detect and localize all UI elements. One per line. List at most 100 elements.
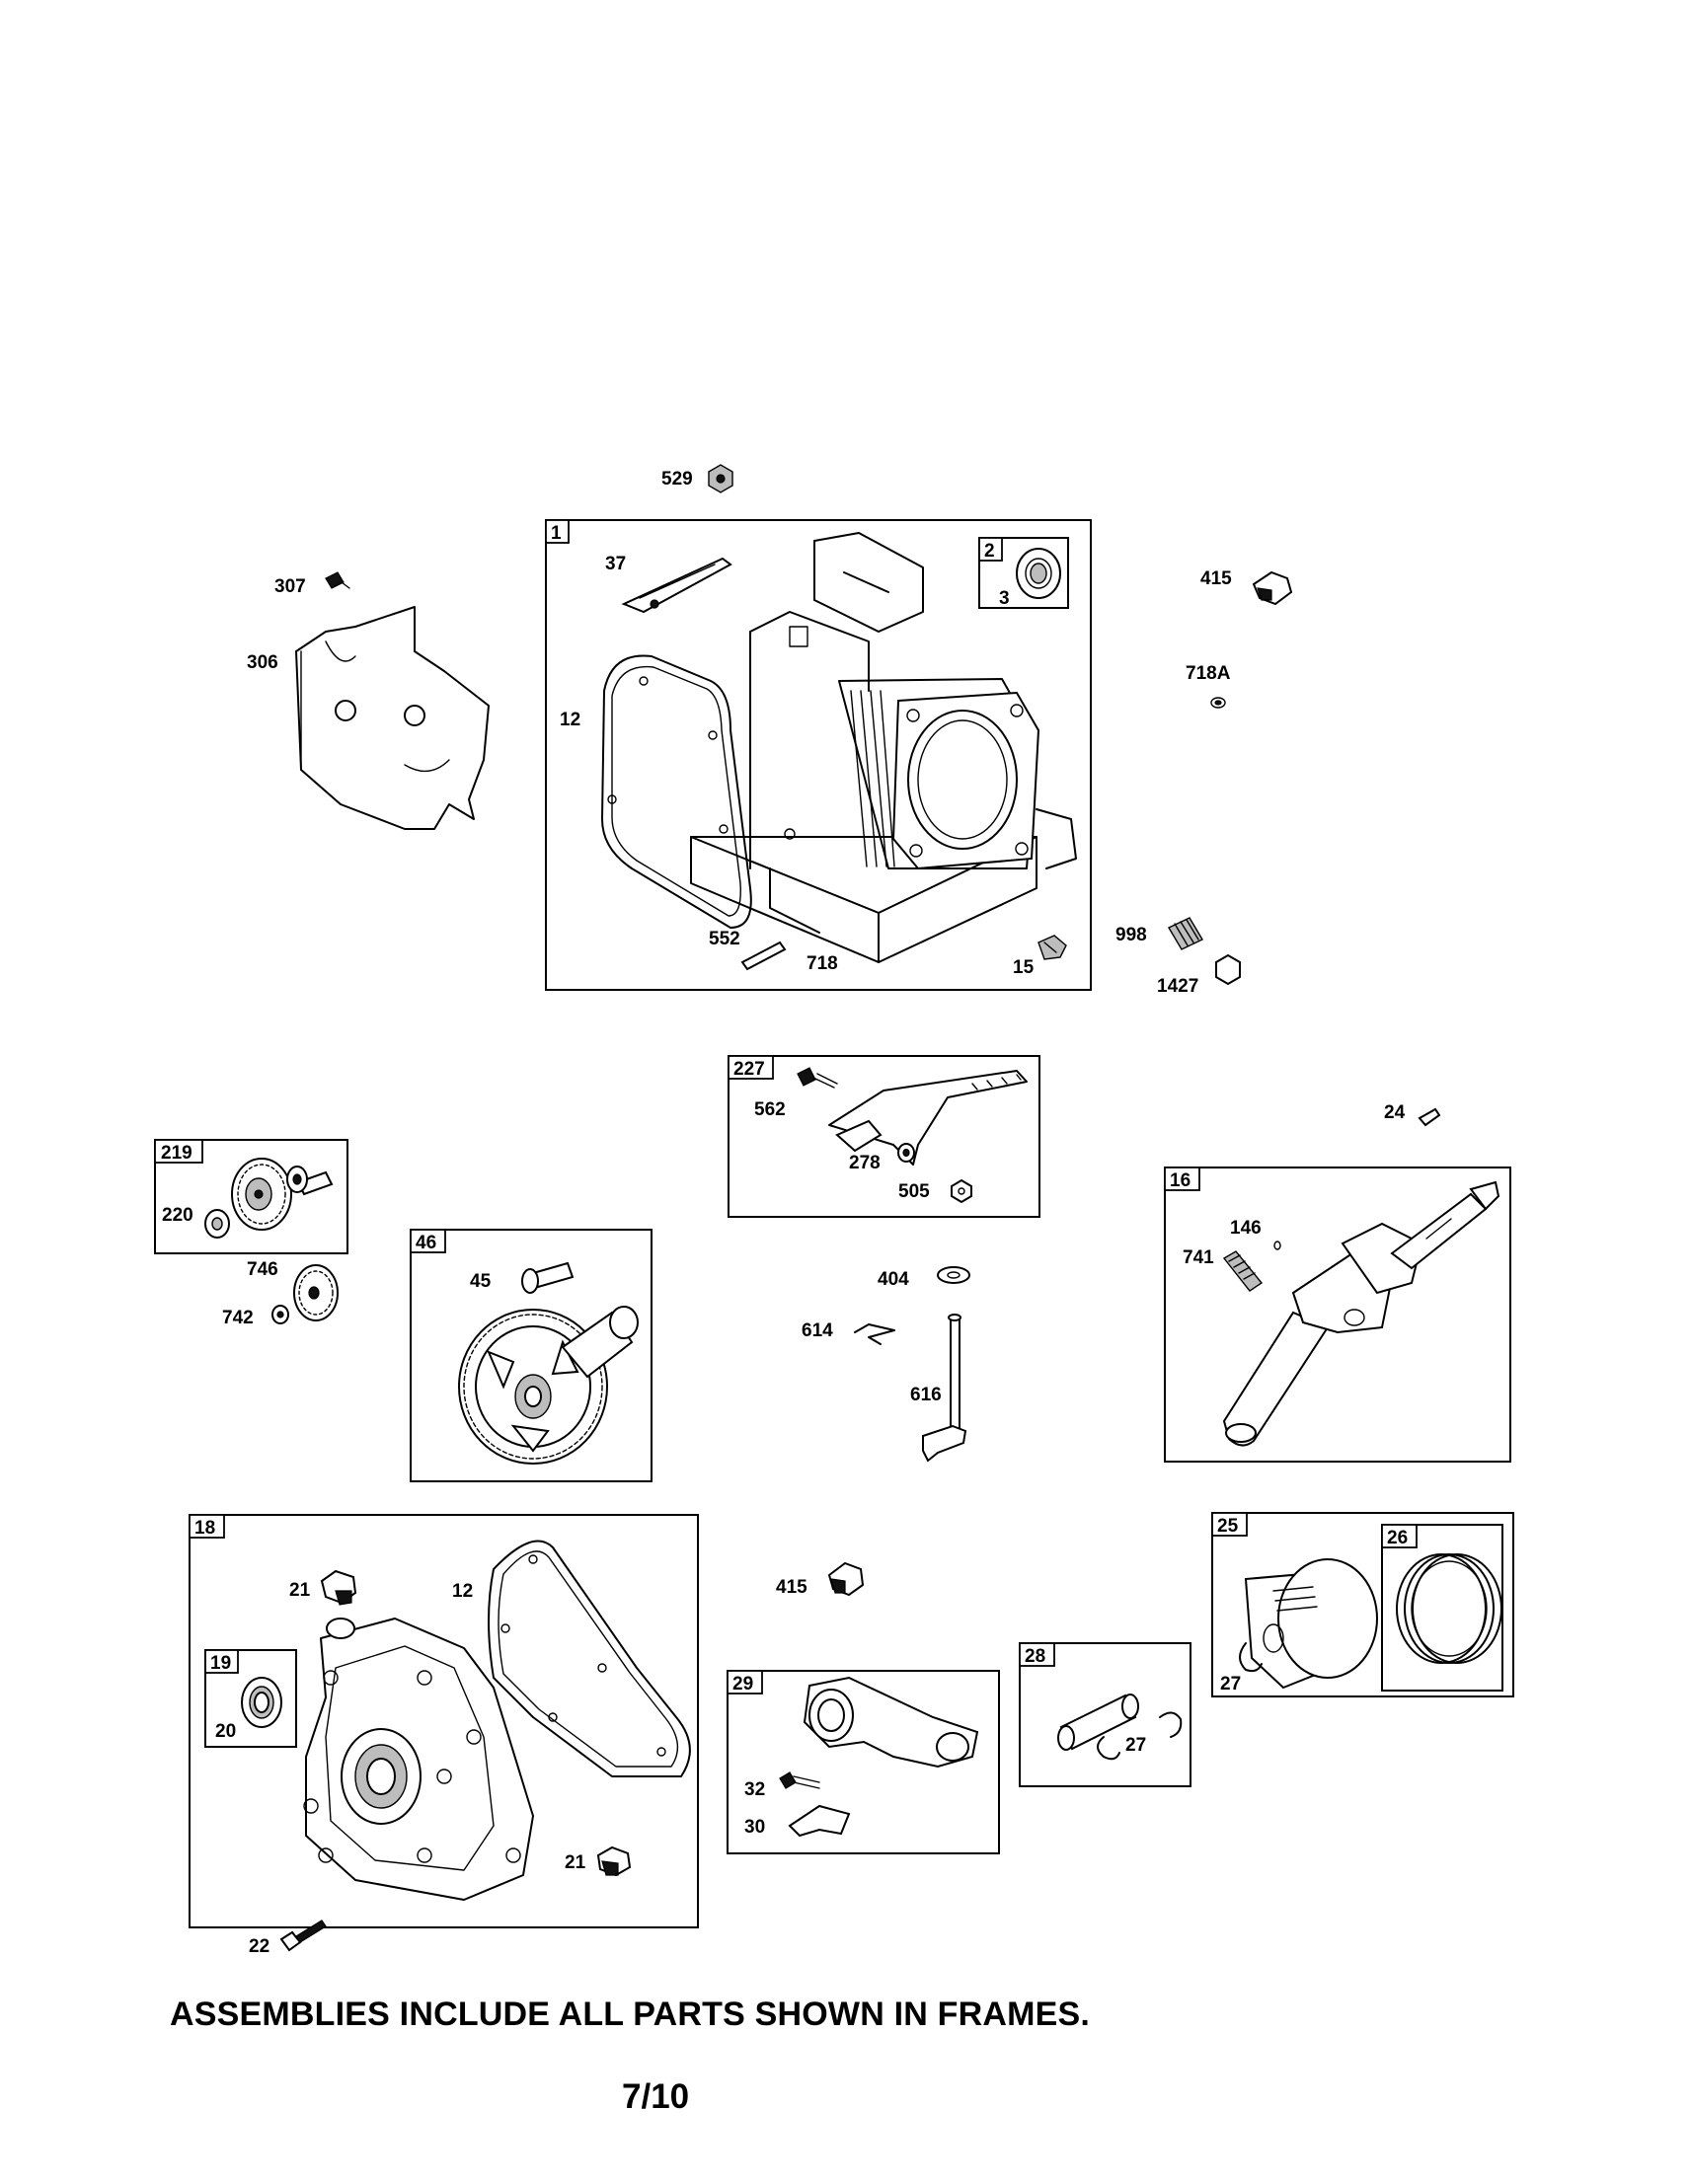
- part-label-21-bottom: 21: [565, 1852, 586, 1873]
- gear-part-746: [293, 1264, 339, 1321]
- part-label-614: 614: [802, 1320, 833, 1341]
- crankshaft: [1222, 1180, 1500, 1447]
- part-label-552: 552: [709, 929, 740, 949]
- bolt-part-22: [279, 1920, 327, 1952]
- cover-gasket: [488, 1540, 691, 1777]
- part-label-998: 998: [1115, 925, 1147, 945]
- part-label-20: 20: [215, 1721, 236, 1742]
- part-label-742: 742: [222, 1308, 254, 1328]
- part-label-404: 404: [878, 1269, 909, 1290]
- key-part-24: [1418, 1107, 1441, 1127]
- part-label-529: 529: [661, 469, 693, 490]
- part-label-32: 32: [744, 1779, 765, 1800]
- washer-part-278: [897, 1143, 915, 1163]
- part-label-718: 718: [807, 953, 838, 974]
- seal-part-3: [1016, 548, 1061, 599]
- nut-part-505: [951, 1178, 972, 1204]
- frame-227-governor-assembly: 227 562 278 505: [728, 1055, 1040, 1218]
- plug-part-21-top: [320, 1569, 357, 1606]
- frame-label-29: 29: [732, 1674, 753, 1694]
- frame-16-crankshaft-assembly: 16 741 146: [1164, 1167, 1511, 1463]
- part-label-15: 15: [1013, 957, 1035, 978]
- frame-label-219: 219: [161, 1143, 192, 1164]
- frame-label-1: 1: [551, 523, 562, 544]
- cam-gear: [458, 1306, 639, 1465]
- tappet-part-45: [521, 1261, 575, 1294]
- part-label-24: 24: [1384, 1102, 1406, 1123]
- part-label-746: 746: [247, 1259, 278, 1280]
- clip-part-614: [854, 1323, 895, 1345]
- part-label-45: 45: [470, 1271, 492, 1292]
- frame-label-25: 25: [1217, 1516, 1239, 1537]
- frame-label-227: 227: [733, 1059, 765, 1080]
- part-label-3: 3: [999, 588, 1010, 609]
- screw-part-307: [325, 571, 350, 589]
- clip-part-742: [271, 1305, 289, 1324]
- governor-lever: [828, 1070, 1028, 1166]
- screw-part-562: [797, 1067, 838, 1089]
- piston: [1244, 1558, 1378, 1690]
- part-label-27-pin: 27: [1125, 1735, 1146, 1756]
- part-label-37: 37: [605, 554, 626, 574]
- washer-part-404: [937, 1266, 970, 1284]
- frame-25-piston-assembly: 25 27 26: [1211, 1512, 1514, 1697]
- part-label-278: 278: [849, 1153, 881, 1173]
- part-label-12-gasket: 12: [560, 710, 580, 730]
- frame-label-46: 46: [416, 1233, 436, 1253]
- nut-part-529: [708, 464, 733, 493]
- part-label-146: 146: [1230, 1218, 1262, 1239]
- frame-46-camshaft-assembly: 46 45: [410, 1229, 653, 1482]
- frame-label-19: 19: [210, 1653, 231, 1674]
- frame-label-28: 28: [1025, 1646, 1045, 1667]
- plug-part-15: [1037, 935, 1067, 960]
- shroud-part-306: [295, 606, 490, 830]
- part-label-415-top: 415: [1200, 568, 1232, 589]
- part-label-21-top: 21: [289, 1580, 311, 1601]
- frame-label-16: 16: [1170, 1170, 1191, 1191]
- frame-29-connecting-rod-assembly: 29 32 30: [727, 1670, 1000, 1854]
- bolt-part-32: [779, 1771, 820, 1789]
- valve-part-998: [1168, 917, 1203, 950]
- ring-clip-right: [1159, 1711, 1183, 1738]
- cover-part-37: [621, 557, 732, 614]
- part-label-616: 616: [910, 1385, 942, 1405]
- part-label-30: 30: [744, 1817, 765, 1838]
- part-label-415-bottom: 415: [776, 1577, 807, 1598]
- part-label-22: 22: [249, 1936, 269, 1957]
- plug-part-415-top: [1252, 570, 1293, 606]
- cylinder-block: [690, 532, 1077, 963]
- part-label-307: 307: [274, 576, 306, 597]
- piston-pin: [1057, 1694, 1139, 1751]
- frame-label-2: 2: [984, 541, 995, 562]
- governor-shaft: [286, 1166, 334, 1196]
- dowel-pin-part-552: [740, 941, 787, 971]
- assemblies-footnote: ASSEMBLIES INCLUDE ALL PARTS SHOWN IN FR…: [170, 1996, 1091, 2033]
- gear-part-741: [1222, 1250, 1264, 1292]
- valve-shaft-part-616: [922, 1314, 967, 1463]
- page-number: 7/10: [622, 2077, 690, 2116]
- gasket-part-12: [601, 654, 752, 929]
- part-label-505: 505: [898, 1181, 930, 1202]
- connecting-rod: [803, 1676, 979, 1769]
- plug-part-415-bottom: [827, 1561, 865, 1597]
- part-label-306: 306: [247, 652, 278, 673]
- ring-clip-part-27: [1239, 1642, 1263, 1673]
- seal-part-20: [241, 1677, 282, 1728]
- washer-part-220: [204, 1209, 230, 1239]
- part-label-27-piston: 27: [1220, 1674, 1241, 1694]
- lock-part-30: [788, 1804, 851, 1838]
- part-label-562: 562: [754, 1099, 786, 1120]
- frame-label-18: 18: [194, 1518, 215, 1539]
- pin-part-718A: [1210, 697, 1226, 709]
- plug-part-21-bottom: [596, 1845, 632, 1877]
- governor-gear: [231, 1158, 292, 1231]
- frame-219-governor-gear-assembly: 219 220: [154, 1139, 348, 1254]
- frame-label-26: 26: [1387, 1528, 1408, 1548]
- part-label-1427: 1427: [1157, 976, 1198, 997]
- part-label-718A: 718A: [1186, 663, 1231, 684]
- key-part-146: [1273, 1241, 1281, 1250]
- frame-28-piston-pin-assembly: 28 27: [1019, 1642, 1191, 1787]
- frame-18-crankcase-cover-assembly: 18 21 12 19 20: [189, 1514, 699, 1928]
- part-label-12-cover-gasket: 12: [452, 1581, 473, 1602]
